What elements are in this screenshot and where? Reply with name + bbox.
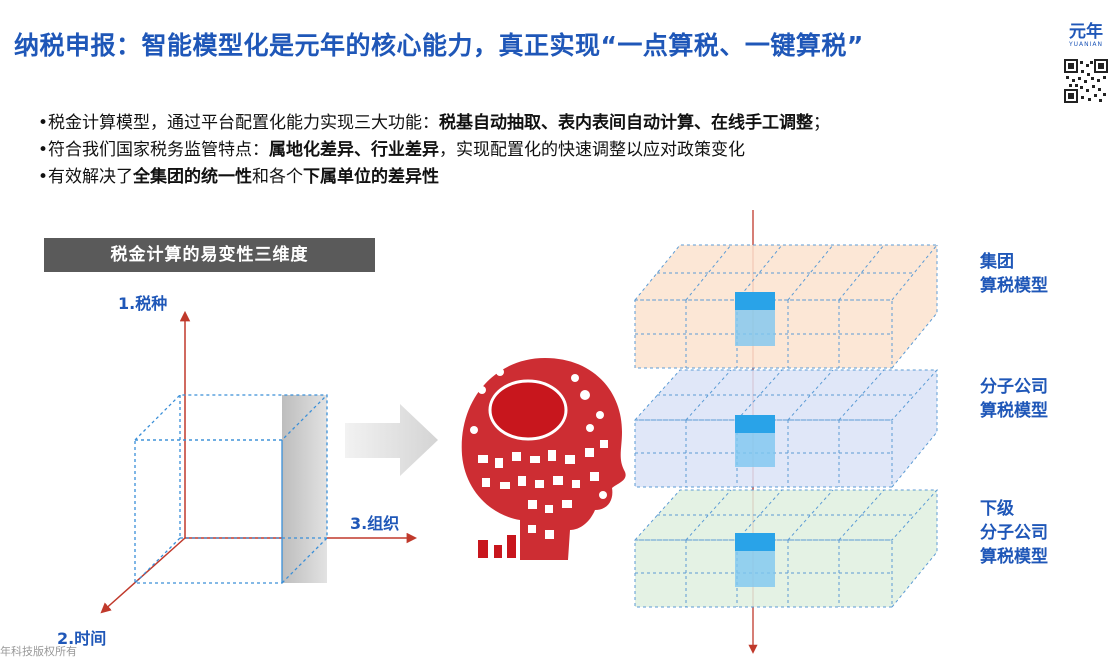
- bullet-bold-text: 下属单位的差异性: [303, 167, 440, 187]
- axis-label-organization: 3.组织: [350, 514, 400, 533]
- bullet-item: •有效解决了全集团的统一性和各个下属单位的差异性: [38, 164, 830, 191]
- yuanian-logo: 元年 YUANIAN: [1064, 24, 1108, 49]
- model-label-line: 下级: [980, 499, 1014, 519]
- dimension-banner: 税金计算的易变性三维度: [44, 238, 375, 272]
- model-label-line: 分子公司: [980, 523, 1048, 543]
- highlight-cube: [735, 292, 775, 310]
- flow-arrow-icon: [345, 404, 438, 476]
- bullet-text: 和各个: [252, 167, 304, 187]
- copyright-footer: 年科技版权所有: [0, 645, 77, 658]
- bullet-text: •符合我们国家税务监管特点：: [38, 140, 270, 160]
- layer-subsidiary-model: [633, 369, 939, 488]
- model-label-line: 算税模型: [980, 401, 1048, 421]
- model-label-line: 算税模型: [980, 276, 1048, 296]
- layer-sub-subsidiary-model: [633, 489, 939, 608]
- logo-text-en: YUANIAN: [1068, 41, 1103, 48]
- axis-label-time: 2.时间: [57, 629, 107, 648]
- model-label-line: 算税模型: [980, 547, 1048, 567]
- model-label-group: 集团 算税模型: [980, 250, 1048, 298]
- dimension-cube: [134, 394, 328, 584]
- qr-code-icon: [1063, 58, 1109, 104]
- bullet-bold-text: 税基自动抽取、表内表间自动计算、在线手工调整: [439, 113, 814, 133]
- bullet-text: •有效解决了: [38, 167, 134, 187]
- bullet-item: •符合我们国家税务监管特点：属地化差异、行业差异，实现配置化的快速调整以应对政策…: [38, 137, 830, 164]
- model-label-line: 分子公司: [980, 377, 1048, 397]
- slide-title: 纳税申报：智能模型化是元年的核心能力，真正实现“一点算税、一键算税”: [14, 31, 864, 60]
- logo-text-cn: 元年: [1069, 22, 1103, 42]
- bullet-item: •税金计算模型，通过平台配置化能力实现三大功能：税基自动抽取、表内表间自动计算、…: [38, 110, 830, 137]
- layer-group-model: [633, 244, 939, 369]
- highlight-cube: [735, 415, 775, 433]
- highlight-cube: [735, 533, 775, 551]
- model-label-subsidiary: 分子公司 算税模型: [980, 375, 1048, 423]
- ai-head-icon: [461, 358, 626, 560]
- model-label-sub-subsidiary: 下级 分子公司 算税模型: [980, 497, 1048, 569]
- bullet-text: ，实现配置化的快速调整以应对政策变化: [439, 140, 746, 160]
- bullet-text: ；: [813, 113, 831, 133]
- bullet-list: •税金计算模型，通过平台配置化能力实现三大功能：税基自动抽取、表内表间自动计算、…: [38, 110, 830, 191]
- bullet-bold-text: 全集团的统一性: [133, 167, 253, 187]
- bullet-text: •税金计算模型，通过平台配置化能力实现三大功能：: [38, 113, 440, 133]
- bullet-bold-text: 属地化差异、行业差异: [269, 140, 440, 160]
- axis-z: [100, 537, 186, 614]
- model-label-line: 集团: [980, 252, 1014, 272]
- axis-label-tax-type: 1.税种: [118, 294, 168, 313]
